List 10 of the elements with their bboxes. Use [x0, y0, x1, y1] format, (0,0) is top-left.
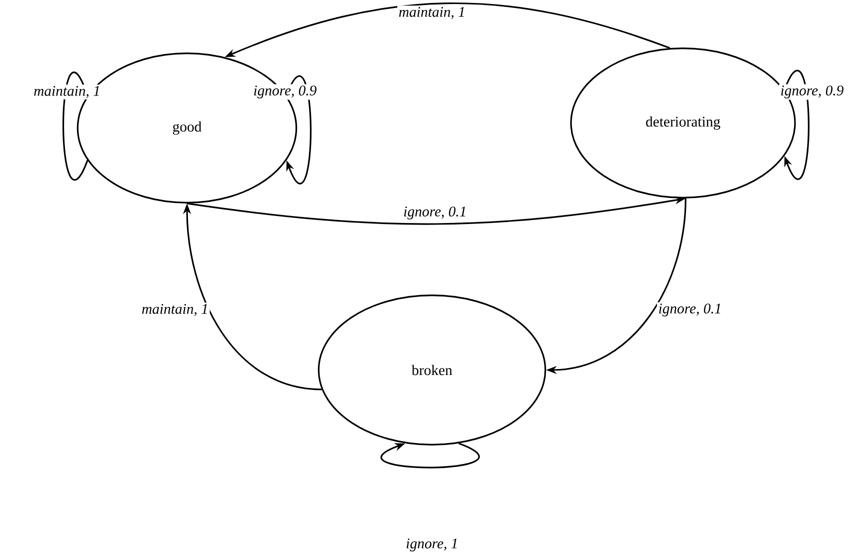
- edge-label: maintain, 1: [140, 302, 210, 318]
- arrow: [380, 442, 480, 468]
- edge-label: maintain, 1: [32, 84, 102, 100]
- edge-label: ignore, 0.9: [252, 84, 318, 100]
- edge-label: ignore, 1: [404, 537, 460, 553]
- edge-label: maintain, 1: [397, 6, 467, 20]
- arrow: [784, 70, 810, 180]
- edge-label: ignore, 0.9: [778, 84, 846, 100]
- edge-label: ignore, 0.1: [656, 302, 724, 318]
- edge-label: ignore, 0.1: [402, 205, 468, 221]
